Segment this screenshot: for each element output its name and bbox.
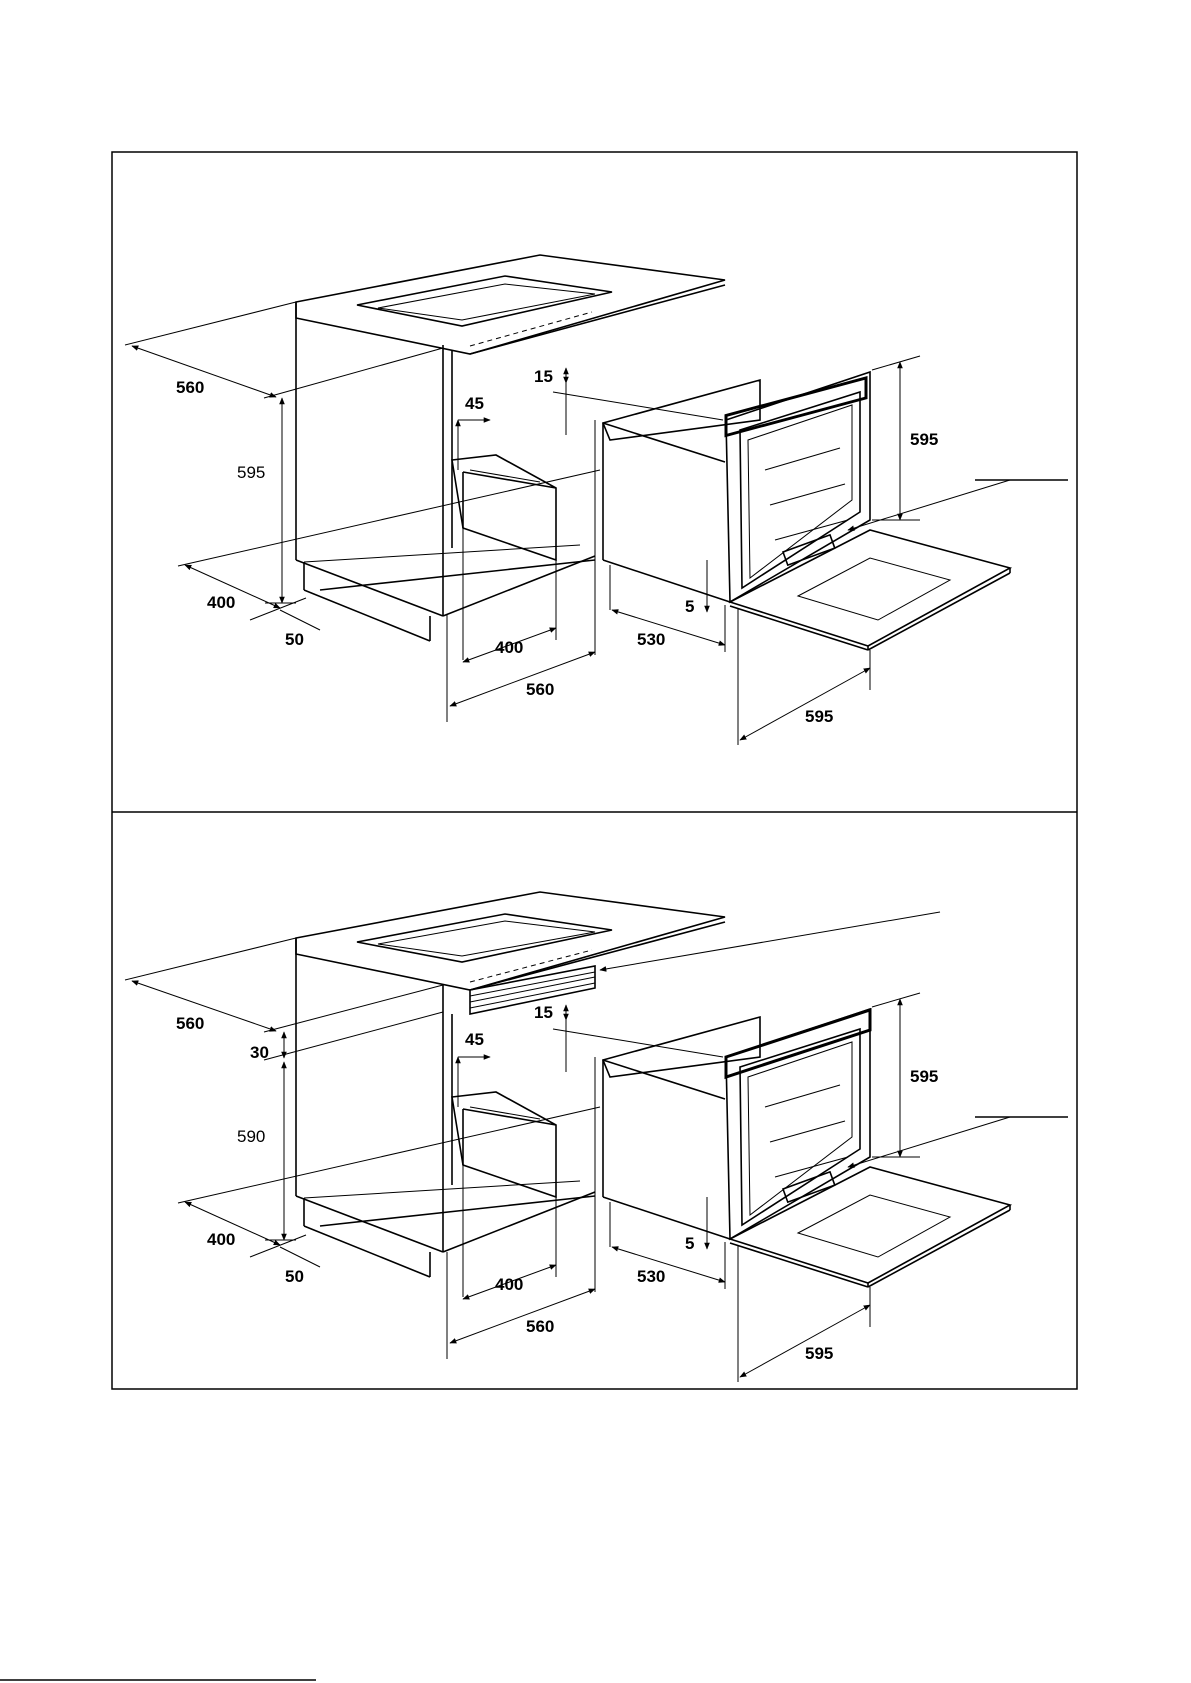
floor-depth-label: 400 [207,1230,235,1249]
oven-bottom-gap-label: 5 [685,597,694,616]
oven-dimensions [553,356,1068,745]
oven-depth-label: 530 [637,630,665,649]
oven-height-label: 595 [910,430,938,449]
oven-width-label: 595 [805,707,833,726]
panel-top: 560 595 45 15 400 50 400 560 [125,255,1068,745]
oven-depth-label: 530 [637,1267,665,1286]
outer-width-label: 560 [526,680,554,699]
rear-gap-label: 45 [465,1030,484,1049]
oven-width-label: 595 [805,1344,833,1363]
cabinet-dimensions [125,302,600,722]
top-gap-label: 15 [534,1003,553,1022]
cabinet-depth-label: 560 [176,1014,204,1033]
plinth-label: 50 [285,1267,304,1286]
oven-height-label: 595 [910,1067,938,1086]
plinth-label: 50 [285,630,304,649]
panel-bottom: 560 30 590 45 15 400 50 400 560 [125,892,1068,1382]
cabinet-depth-label: 560 [176,378,204,397]
vent-height-label: 30 [250,1043,269,1062]
rear-gap-label: 45 [465,394,484,413]
cabinet-height-label: 595 [237,463,265,482]
inner-width-label: 400 [495,1275,523,1294]
oven [603,1009,1010,1287]
floor-depth-label: 400 [207,593,235,612]
inner-width-label: 400 [495,638,523,657]
countertop [296,892,940,1014]
outer-width-label: 560 [526,1317,554,1336]
cabinet-height-label: 590 [237,1127,265,1146]
oven [603,372,1010,650]
oven-dimensions [553,993,1068,1382]
countertop [296,255,725,354]
oven-bottom-gap-label: 5 [685,1234,694,1253]
top-gap-label: 15 [534,367,553,386]
